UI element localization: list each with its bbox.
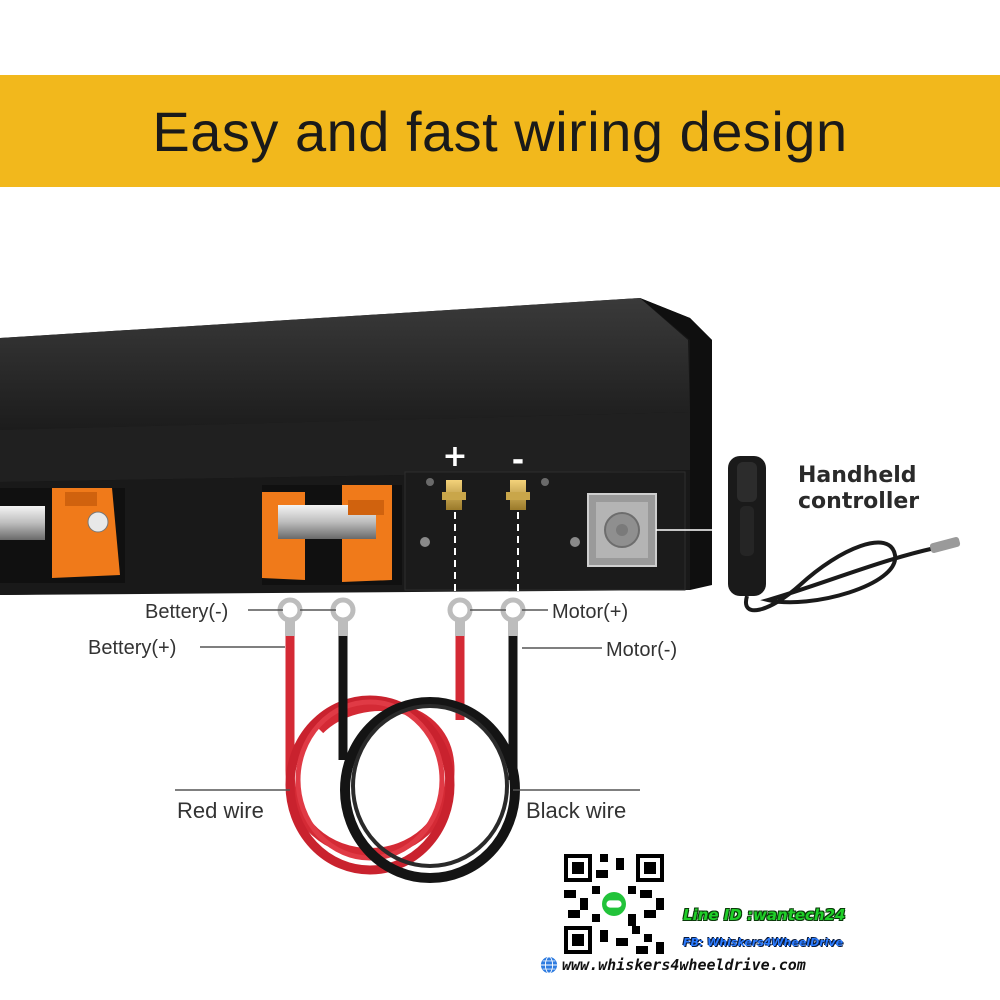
battery-positive-label: Bettery(+): [88, 637, 176, 659]
orange-clamp-left: [0, 488, 125, 583]
website-row[interactable]: www.whiskers4wheeldrive.com: [540, 956, 806, 974]
banner-title: Easy and fast wiring design: [152, 99, 848, 163]
ring-lugs: [277, 597, 526, 636]
qr-code-icon[interactable]: [560, 850, 668, 958]
line-id-text: Line ID :wantech24: [683, 906, 846, 924]
facebook-text: FB: Whiskers4WheelDrive: [683, 936, 844, 949]
plus-terminal-label: +: [442, 439, 467, 474]
controller-socket: [587, 493, 657, 567]
website-link[interactable]: www.whiskers4wheeldrive.com: [562, 956, 806, 974]
handheld-label-line2: controller: [798, 489, 919, 514]
orange-clamp-right: [262, 485, 402, 585]
contact-block: Line ID :wantech24 FB: Whiskers4WheelDri…: [540, 850, 980, 980]
leader-lines: [175, 609, 640, 791]
black-wire-label: Black wire: [526, 798, 626, 823]
handheld-label-line1: Handheld: [798, 463, 917, 488]
red-wire-label: Red wire: [177, 798, 264, 823]
battery-negative-label: Bettery(-): [145, 601, 228, 623]
globe-icon: [540, 956, 558, 974]
terminal-posts: [442, 480, 530, 600]
red-wire-coil: [285, 620, 465, 875]
motor-negative-label: Motor(-): [606, 639, 677, 661]
title-banner: Easy and fast wiring design: [0, 75, 1000, 187]
handheld-controller: [728, 456, 961, 613]
motor-positive-label: Motor(+): [552, 601, 628, 623]
minus-terminal-label: -: [512, 443, 524, 478]
